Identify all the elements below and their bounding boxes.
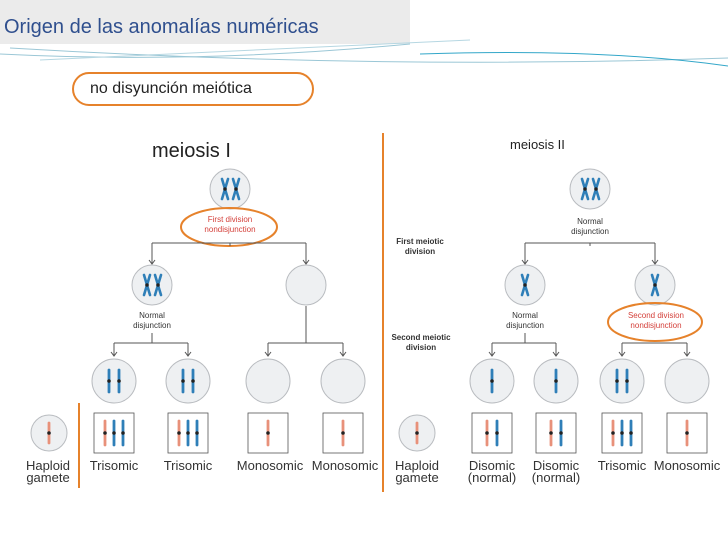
chromosome-centromere xyxy=(223,187,227,191)
chromosome-centromere xyxy=(559,431,563,435)
highlight-ellipse xyxy=(607,302,703,342)
chromosome-centromere xyxy=(594,187,598,191)
gamete-cell-empty xyxy=(320,358,366,404)
chromosome-centromere xyxy=(195,431,199,435)
meiosis-ii-label: meiosis II xyxy=(510,137,565,152)
subtitle-text: no disyunción meiótica xyxy=(90,80,252,97)
chromosome-centromere xyxy=(415,431,419,435)
chromosome-centromere xyxy=(186,431,190,435)
chromosome-centromere xyxy=(112,431,116,435)
chromosome-centromere xyxy=(234,187,238,191)
gamete-cell-empty xyxy=(245,358,291,404)
chromosome-centromere xyxy=(653,283,657,287)
meiosis-i-label: meiosis I xyxy=(152,140,231,162)
chromosome-centromere xyxy=(156,283,160,287)
chromosome-centromere xyxy=(181,379,185,383)
chromosome-centromere xyxy=(266,431,270,435)
outcome-label: Disomic(normal) xyxy=(468,458,516,485)
chromosome-centromere xyxy=(341,431,345,435)
chromosome-centromere xyxy=(145,283,149,287)
chromosome-centromere xyxy=(107,379,111,383)
slide-title: Origen de las anomalías numéricas xyxy=(4,16,319,38)
zygote-box xyxy=(471,412,513,454)
outcome-label: Trisomic xyxy=(90,458,139,473)
chromosome-centromere xyxy=(629,431,633,435)
chromosome-centromere xyxy=(620,431,624,435)
chromosome-centromere xyxy=(685,431,689,435)
cell-mid-left xyxy=(131,264,173,306)
branch-arrow xyxy=(148,259,156,265)
gamete-cell-empty xyxy=(664,358,710,404)
subtitle-pill: no disyunción meiótica xyxy=(72,72,314,106)
branch-arrow xyxy=(488,351,496,357)
outcome-label: Monosomic xyxy=(237,458,304,473)
chromosome-centromere xyxy=(523,283,527,287)
chromosome-centromere xyxy=(117,379,121,383)
cell-mid-empty xyxy=(285,264,327,306)
branch-arrow xyxy=(618,351,626,357)
outcome-label: Trisomic xyxy=(164,458,213,473)
branch-arrow xyxy=(184,351,192,357)
chromosome-centromere xyxy=(583,187,587,191)
zygote-box xyxy=(535,412,577,454)
cell-top-right xyxy=(569,168,611,210)
outcome-label: Monosomic xyxy=(312,458,379,473)
outcome-label: Disomic(normal) xyxy=(532,458,580,485)
gamete-cell xyxy=(599,358,645,404)
chromosome-centromere xyxy=(47,431,51,435)
chromosome-centromere xyxy=(103,431,107,435)
branch-arrow xyxy=(302,259,310,265)
chromosome-centromere xyxy=(121,431,125,435)
outcome-label: Trisomic xyxy=(598,458,647,473)
branch-arrow xyxy=(651,259,659,265)
chromosome-centromere xyxy=(549,431,553,435)
chromosome-centromere xyxy=(615,379,619,383)
chromosome-centromere xyxy=(490,379,494,383)
chromosome-centromere xyxy=(625,379,629,383)
chromosome-centromere xyxy=(611,431,615,435)
cell-top-left xyxy=(209,168,251,210)
slide-title-bar: Origen de las anomalías numéricas xyxy=(0,0,410,44)
outcome-label: Monosomic xyxy=(654,458,721,473)
branch-arrow xyxy=(339,351,347,357)
branch-arrow xyxy=(521,259,529,265)
highlight-ellipse xyxy=(180,207,278,247)
gamete-cell xyxy=(91,358,137,404)
chromosome-centromere xyxy=(495,431,499,435)
chromosome-centromere xyxy=(554,379,558,383)
chromosome-centromere xyxy=(485,431,489,435)
branch-arrow xyxy=(552,351,560,357)
chromosome-centromere xyxy=(177,431,181,435)
branch-arrow xyxy=(683,351,691,357)
gamete-cell xyxy=(165,358,211,404)
branch-arrow xyxy=(110,351,118,357)
chromosome-centromere xyxy=(191,379,195,383)
decorative-lines xyxy=(0,39,728,67)
branch-arrow xyxy=(264,351,272,357)
